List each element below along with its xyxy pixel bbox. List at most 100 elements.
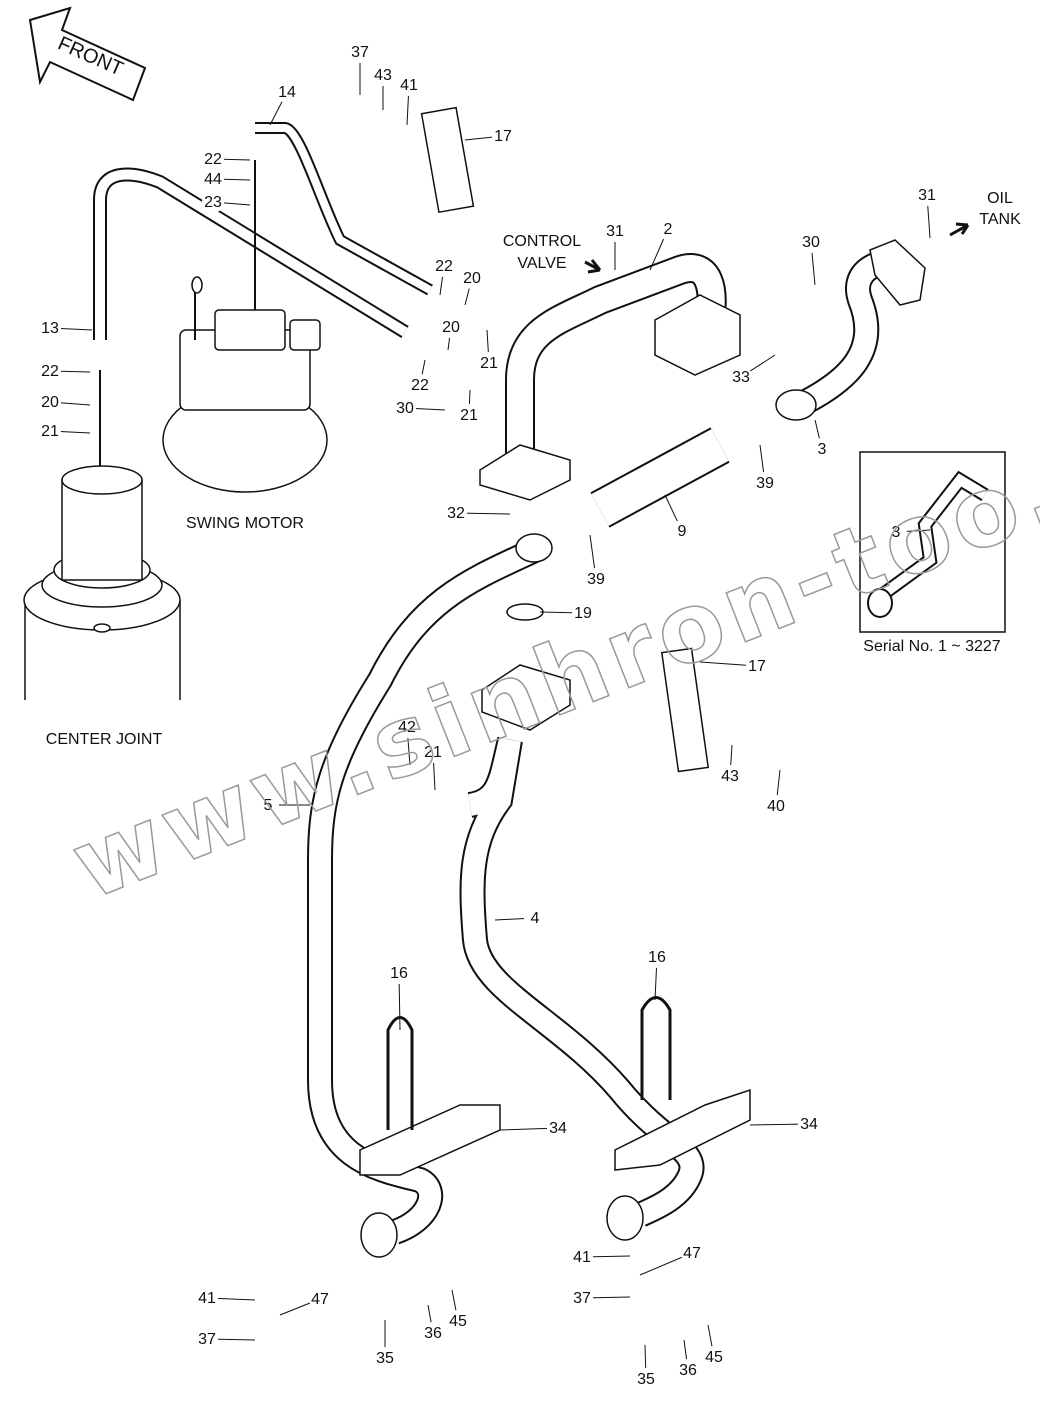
callout-number: 34: [549, 1120, 567, 1137]
callout-number: 39: [587, 571, 605, 588]
pipe-3: [794, 248, 897, 417]
serial-inset: Serial No. 1 ~ 3227: [859, 451, 1006, 655]
callout-39: 39: [754, 444, 776, 494]
callout-35: 35: [374, 1320, 396, 1369]
callout-number: 4: [531, 910, 540, 927]
front-arrow: FRONT: [28, 6, 147, 102]
callout-number: 23: [204, 194, 222, 211]
callout-number: 16: [648, 949, 666, 966]
callout-34: 34: [749, 1113, 820, 1135]
callout-35: 35: [635, 1344, 657, 1390]
arrow-to-control-valve-icon: [584, 259, 602, 274]
callout-2: 2: [649, 218, 679, 271]
callout-number: 9: [678, 523, 687, 540]
callout-number: 36: [679, 1362, 697, 1379]
callout-number: 21: [41, 423, 59, 440]
callout-number: 40: [767, 798, 785, 815]
callout-number: 47: [311, 1291, 329, 1308]
callout-16: 16: [388, 962, 410, 1031]
callout-number: 44: [204, 171, 222, 188]
callout-16: 16: [646, 946, 668, 1001]
callout-number: 19: [574, 605, 592, 622]
callout-number: 17: [494, 128, 512, 145]
callout-number: 39: [756, 475, 774, 492]
swing-motor: [162, 276, 328, 493]
callout-20: 20: [39, 391, 91, 413]
callout-number: 20: [463, 270, 481, 287]
callout-number: 41: [400, 77, 418, 94]
callout-21: 21: [39, 420, 91, 442]
callout-number: 13: [41, 320, 59, 337]
callout-number: 21: [460, 407, 478, 424]
oil-tank-caption-1: OIL: [987, 190, 1013, 207]
callout-17: 17: [464, 125, 514, 147]
callout-number: 30: [396, 400, 414, 417]
callout-number: 16: [390, 965, 408, 982]
callout-number: 14: [278, 84, 296, 101]
center-joint: [23, 465, 181, 700]
callout-number: 45: [449, 1313, 467, 1330]
callout-number: 42: [398, 719, 416, 736]
control-valve-caption-1: CONTROL: [503, 233, 581, 250]
oil-tank-caption-2: TANK: [979, 211, 1021, 228]
callout-22: 22: [409, 359, 431, 396]
callout-20: 20: [440, 316, 462, 351]
callout-31: 31: [916, 184, 938, 239]
callout-9: 9: [664, 494, 693, 542]
callout-40: 40: [765, 769, 787, 817]
callout-number: 43: [374, 67, 392, 84]
callout-5: 5: [257, 794, 310, 816]
callout-41: 41: [571, 1246, 631, 1268]
callout-19: 19: [539, 602, 594, 624]
pipe-fittings: [359, 106, 926, 1258]
captions: CONTROL VALVE OIL TANK SWING MOTOR CENTE…: [46, 190, 1021, 748]
callout-number: 47: [683, 1245, 701, 1262]
callout-number: 31: [918, 187, 936, 204]
callout-number: 22: [411, 377, 429, 394]
callout-number: 21: [424, 744, 442, 761]
callout-21: 21: [458, 389, 480, 426]
hose-9: [590, 427, 730, 528]
callout-number: 41: [198, 1290, 216, 1307]
callout-number: 22: [41, 363, 59, 380]
callout-22: 22: [433, 255, 455, 296]
callout-43: 43: [719, 744, 741, 787]
callout-41: 41: [196, 1287, 256, 1309]
callout-33: 33: [730, 354, 776, 388]
callout-37: 37: [196, 1328, 256, 1350]
callout-34: 34: [499, 1117, 569, 1139]
callout-14: 14: [269, 81, 298, 126]
callout-41: 41: [398, 74, 420, 126]
callout-22: 22: [202, 148, 251, 170]
callout-20: 20: [461, 267, 483, 306]
callout-45: 45: [447, 1289, 469, 1332]
callout-47: 47: [639, 1242, 703, 1276]
arrow-to-oil-tank-icon: [949, 222, 970, 237]
callout-number: 41: [573, 1249, 591, 1266]
callout-number: 20: [442, 319, 460, 336]
callout-number: 20: [41, 394, 59, 411]
callout-3: 3: [885, 521, 931, 543]
callout-37: 37: [349, 41, 371, 95]
callout-number: 35: [637, 1371, 655, 1388]
pipe-5: [307, 538, 541, 1245]
hose-14: [255, 122, 433, 296]
callout-13: 13: [39, 317, 93, 339]
callout-47: 47: [279, 1288, 331, 1316]
callout-number: 31: [606, 223, 624, 240]
hose-13: [93, 167, 409, 340]
callout-36: 36: [422, 1304, 444, 1344]
swing-motor-caption: SWING MOTOR: [186, 515, 304, 532]
callout-39: 39: [585, 534, 607, 590]
callout-3: 3: [811, 419, 833, 460]
callout-4: 4: [494, 907, 546, 929]
control-valve-caption-2: VALVE: [517, 255, 566, 272]
callout-number: 30: [802, 234, 820, 251]
callout-number: 37: [573, 1290, 591, 1307]
callout-23: 23: [202, 191, 251, 213]
callout-number: 33: [732, 369, 750, 386]
callout-number: 21: [480, 355, 498, 372]
